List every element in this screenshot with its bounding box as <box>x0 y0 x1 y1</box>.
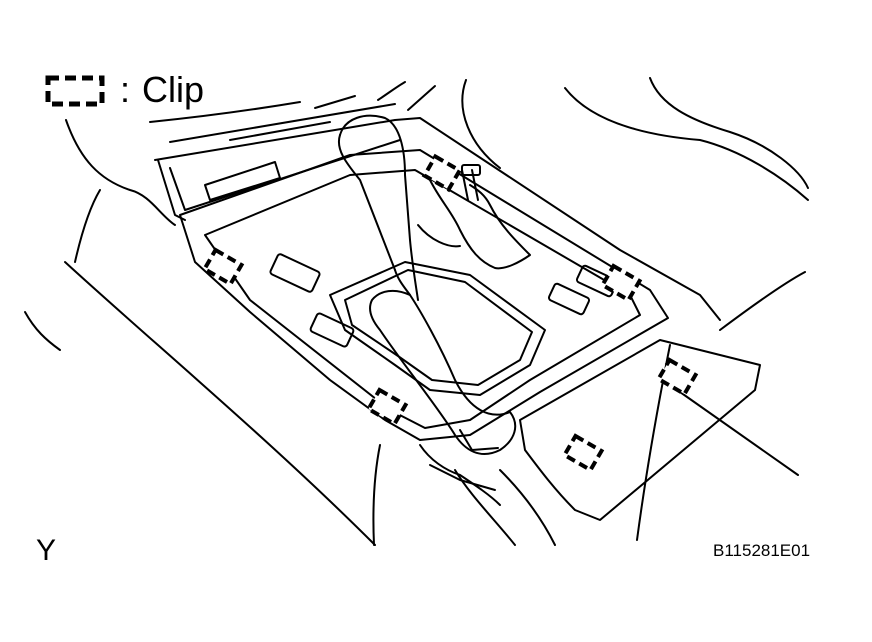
console-storage-lid <box>205 162 280 200</box>
dash-line-1 <box>150 102 300 122</box>
lower-center-left <box>430 465 495 490</box>
console-upper-outline <box>155 118 720 320</box>
dash-line-4 <box>408 86 435 110</box>
lower-center-panel <box>420 445 500 505</box>
dash-line-2 <box>315 96 355 108</box>
left-floor-line <box>65 262 375 545</box>
figure-code: B115281E01 <box>713 541 811 560</box>
console-upper-inner <box>170 140 400 210</box>
legend-colon: : <box>120 69 131 110</box>
shift-gate-inner <box>345 270 532 385</box>
lower-center-curve <box>500 470 555 545</box>
left-seat-back <box>75 190 100 262</box>
dash-line-3 <box>378 82 405 100</box>
legend-clip-icon <box>48 78 102 104</box>
shift-boot-fold <box>418 225 460 246</box>
shift-gate-window <box>330 262 545 395</box>
right-door-line <box>720 272 805 330</box>
console-panel-inner <box>205 170 640 428</box>
shift-lever-lower <box>370 291 515 454</box>
shift-lever-tip <box>460 430 498 450</box>
clip-marker-6 <box>565 436 602 470</box>
clip-marker-1 <box>424 156 459 189</box>
shift-lever-shaft <box>395 270 410 295</box>
left-side-line <box>25 312 60 350</box>
panel-switch-2 <box>310 312 355 347</box>
left-seat-outline <box>66 120 175 225</box>
console-upper-rim <box>158 160 185 220</box>
clip-marker-2 <box>205 250 242 284</box>
right-cross-line <box>680 392 798 475</box>
clip-marker-3 <box>603 266 640 300</box>
dash-trim-2 <box>230 122 330 140</box>
panel-switch-3 <box>548 283 590 315</box>
dash-trim-1 <box>170 104 395 142</box>
manual-shift-knob <box>462 165 480 175</box>
right-dash-curve-3 <box>650 78 808 188</box>
floor-tray <box>520 340 760 520</box>
right-dash-curve-1 <box>462 80 500 168</box>
shift-boot <box>430 180 530 268</box>
shift-lever-knob <box>340 116 418 300</box>
view-label: Y <box>36 534 57 567</box>
clip-marker-4 <box>369 390 406 424</box>
legend-clip-label: Clip <box>142 69 205 110</box>
panel-switch-1 <box>270 253 321 292</box>
right-dash-curve-2 <box>565 88 808 200</box>
console-panel-outer <box>180 150 668 440</box>
lower-center-curve-2 <box>455 470 515 545</box>
clip-marker-5 <box>659 360 696 394</box>
left-lower-arc <box>373 445 380 545</box>
shift-lever-knob-left <box>339 135 395 270</box>
